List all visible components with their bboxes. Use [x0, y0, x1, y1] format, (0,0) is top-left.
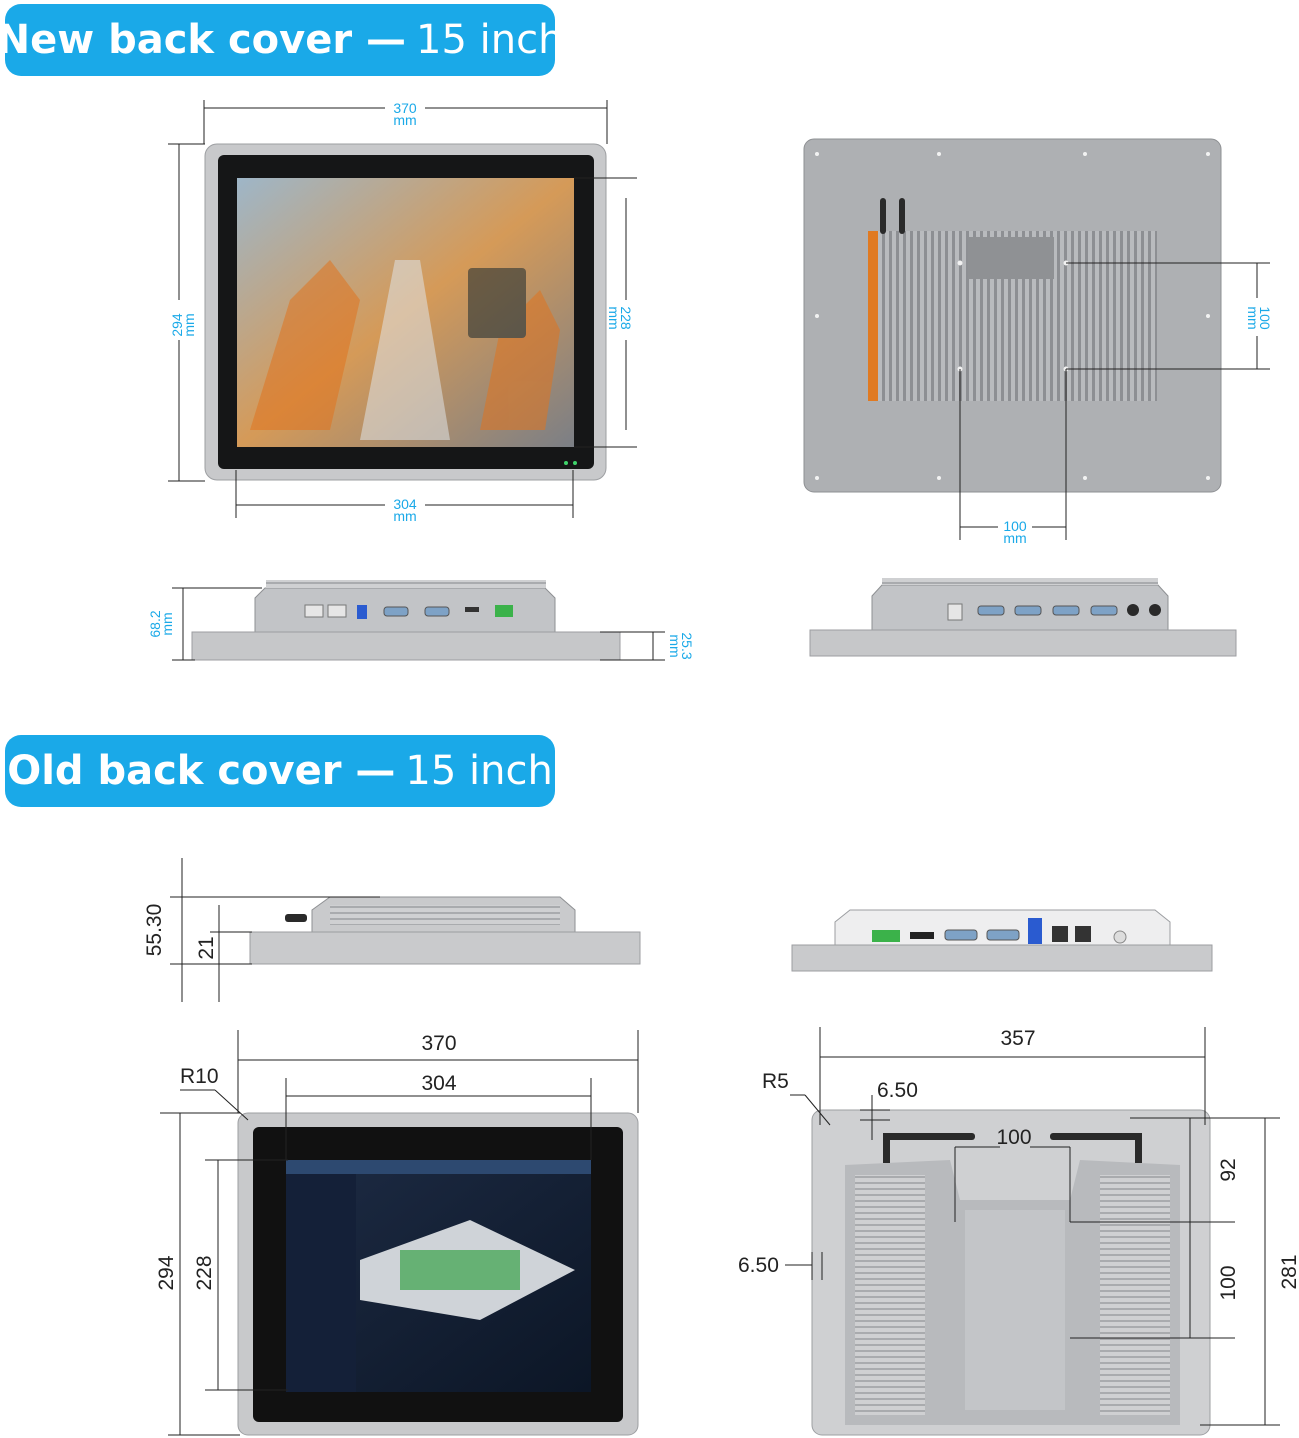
- new-front-dimension-lines: [168, 100, 637, 518]
- label-plate: [968, 237, 1054, 279]
- rj45-port-icon: [1075, 926, 1091, 942]
- robot-arms-illustration: [250, 260, 560, 440]
- new-back-view: [803, 138, 1222, 493]
- old-back-radius-label: R5: [762, 1070, 789, 1093]
- hdmi-port-icon: [910, 932, 934, 939]
- status-led-icon: [573, 461, 577, 465]
- usb-port-icon: [947, 603, 963, 621]
- unit-label: mm: [393, 112, 416, 128]
- old-back-dimension-lines: [785, 1027, 1280, 1426]
- mounting-bracket-icon: [883, 1133, 975, 1140]
- old-front-width-label: 370: [421, 1032, 456, 1055]
- serial-port-icon: [1052, 605, 1080, 616]
- serial-port-icon: [424, 606, 450, 617]
- rj45-port-icon: [1052, 926, 1068, 942]
- rj45-port-icon: [327, 604, 347, 618]
- new-back-dimension-lines: [959, 262, 1270, 540]
- mounting-bracket-icon: [1050, 1133, 1142, 1140]
- old-back-width-label: 357: [1000, 1027, 1035, 1050]
- new-side-view-right: [809, 578, 1237, 657]
- old-back-height-label: 281: [1278, 1254, 1299, 1289]
- old-title-size: 15 inch: [405, 748, 553, 794]
- antenna-connector-icon: [1149, 604, 1161, 616]
- old-back-vesa-h-label: 100: [996, 1126, 1031, 1149]
- old-front-radius-label: R10: [180, 1065, 219, 1088]
- power-terminal-icon: [495, 605, 513, 617]
- new-width-total-label: 370: [393, 100, 417, 116]
- old-front-view: [237, 1112, 639, 1436]
- power-button-icon: [1127, 604, 1139, 616]
- status-led-icon: [564, 461, 568, 465]
- serial-port-icon: [977, 605, 1005, 616]
- unit-label: mm: [393, 508, 416, 524]
- unit-label: mm: [181, 313, 197, 336]
- new-side-view-left: [191, 580, 621, 661]
- old-back-offset-side-label: 6.50: [738, 1254, 779, 1277]
- new-front-view: [204, 143, 607, 481]
- unit-label: mm: [1003, 530, 1026, 546]
- new-width-screen-label: 304: [393, 496, 417, 512]
- new-height-total-label: 294: [169, 313, 185, 337]
- old-title-bold: Old back cover —: [7, 748, 396, 794]
- old-back-offset-top-label: 6.50: [877, 1079, 918, 1102]
- antenna-icon: [880, 198, 886, 234]
- serial-port-icon: [383, 606, 409, 617]
- unit-label: mm: [159, 612, 175, 635]
- old-front-screen-width-label: 304: [421, 1072, 456, 1095]
- hdmi-port-icon: [465, 607, 479, 612]
- new-vesa-vertical-label: 100: [1257, 306, 1273, 330]
- old-side-view-left: [249, 896, 641, 965]
- new-side-thickness-label: 68.2: [147, 610, 163, 637]
- antenna-icon: [899, 198, 905, 234]
- serial-port-icon: [986, 929, 1020, 941]
- new-side-dimension-lines: [172, 587, 665, 661]
- antenna-icon: [285, 914, 307, 922]
- old-back-vesa-v-label: 100: [1217, 1265, 1240, 1300]
- new-vesa-label: 100: [1003, 518, 1027, 534]
- new-title-size: 15 inch: [416, 17, 564, 63]
- serial-port-icon: [1014, 605, 1042, 616]
- old-front-screen-height-label: 228: [193, 1255, 216, 1290]
- new-height-screen-label: 228: [618, 306, 634, 330]
- new-back-cover-title: New back cover — 15 inch: [0, 4, 563, 76]
- old-front-dimension-lines: [160, 1030, 639, 1436]
- rj45-port-icon: [304, 604, 324, 618]
- old-depth-total-label: 55.30: [143, 904, 166, 957]
- old-back-view: [811, 1109, 1211, 1436]
- old-back-top-hole-label: 92: [1217, 1158, 1240, 1181]
- serial-port-icon: [1090, 605, 1118, 616]
- new-panel-thickness-label: 25.3: [679, 632, 695, 659]
- power-button-icon: [1113, 930, 1127, 944]
- usb-port-icon: [357, 605, 367, 619]
- orange-trim: [868, 231, 878, 401]
- old-side-view-right: [791, 909, 1213, 972]
- new-title-bold: New back cover —: [0, 17, 406, 63]
- old-back-cover-title: Old back cover — 15 inch: [5, 735, 555, 807]
- unit-label: mm: [667, 634, 683, 657]
- unit-label: mm: [1245, 306, 1261, 329]
- unit-label: mm: [606, 306, 622, 329]
- usb-port-icon: [1028, 918, 1042, 944]
- serial-port-icon: [944, 929, 978, 941]
- old-depth-panel-label: 21: [195, 936, 218, 959]
- power-terminal-icon: [872, 930, 900, 942]
- old-front-height-label: 294: [155, 1255, 178, 1290]
- old-side-dimension-lines: [170, 858, 380, 1002]
